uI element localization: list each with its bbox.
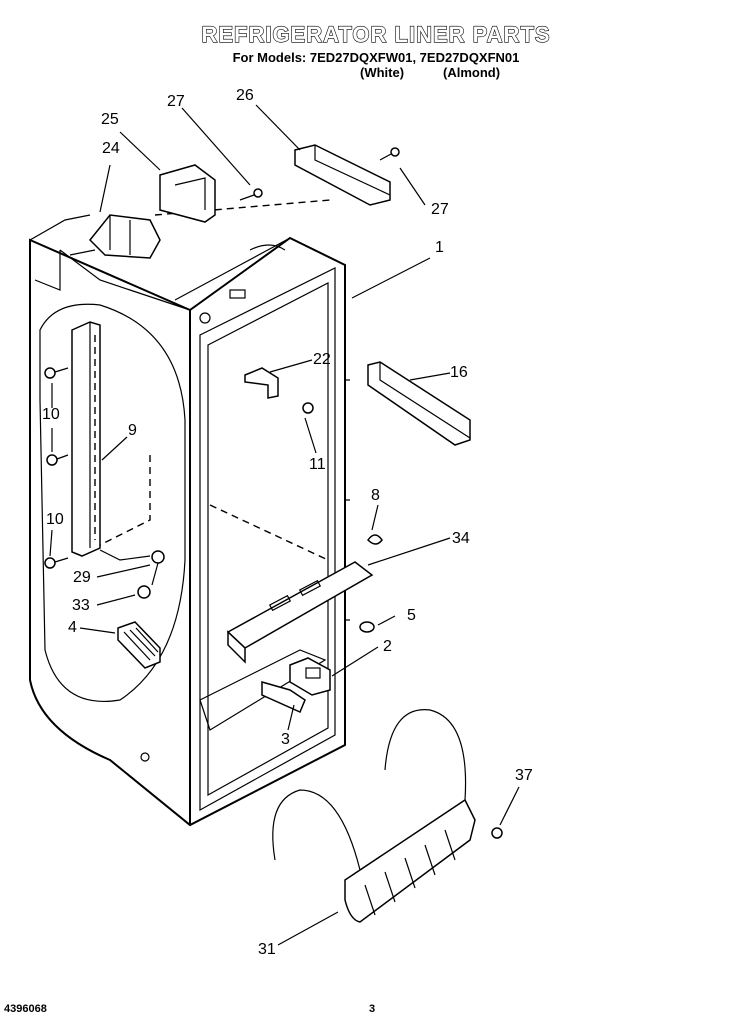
callout-22: 22 <box>313 351 331 368</box>
clip-8 <box>367 534 383 545</box>
bracket-25 <box>159 164 216 223</box>
callout-2: 2 <box>383 638 392 655</box>
callout-26: 26 <box>236 87 254 104</box>
heater-31 <box>272 709 503 923</box>
cover-34 <box>226 561 374 664</box>
shelf-support-16 <box>367 361 471 446</box>
callout-3: 3 <box>281 731 290 748</box>
callout-10-lower: 10 <box>46 511 64 528</box>
models-line: For Models: 7ED27DQXFW01, 7ED27DQXFN01 <box>232 50 520 65</box>
part-3 <box>261 681 306 713</box>
callout-25: 25 <box>101 111 119 128</box>
bracket-26 <box>294 144 391 206</box>
color-white-label: (White) <box>360 65 405 80</box>
page-title: REFRIGERATOR LINER PARTS <box>201 21 551 47</box>
callout-37: 37 <box>515 767 533 784</box>
shelf-rail <box>71 321 101 557</box>
callout-27-right: 27 <box>431 201 449 218</box>
callout-29: 29 <box>73 569 91 586</box>
callout-10-upper: 10 <box>42 406 60 423</box>
color-almond-label: (Almond) <box>443 65 501 80</box>
air-duct-assembly <box>69 214 161 259</box>
callout-11: 11 <box>309 456 326 473</box>
liner-cabinet <box>29 199 350 827</box>
bracket-22 <box>244 367 314 414</box>
callout-27-top: 27 <box>167 93 185 110</box>
callout-4: 4 <box>68 619 77 636</box>
part-2 <box>289 657 331 696</box>
callout-31: 31 <box>258 941 276 958</box>
callout-16: 16 <box>450 364 468 381</box>
callout-5: 5 <box>407 607 416 624</box>
callout-1: 1 <box>435 239 444 256</box>
callout-8: 8 <box>371 487 380 504</box>
page-number: 3 <box>369 1003 376 1015</box>
document-number: 4396068 <box>4 1003 47 1015</box>
callout-33: 33 <box>72 597 90 614</box>
lamp-assembly <box>99 549 165 599</box>
grille-4 <box>117 621 161 669</box>
callout-24: 24 <box>102 140 120 157</box>
leader-lines <box>49 104 520 946</box>
screws-10 <box>44 367 69 569</box>
callout-9: 9 <box>128 422 137 439</box>
callout-34: 34 <box>452 530 470 547</box>
